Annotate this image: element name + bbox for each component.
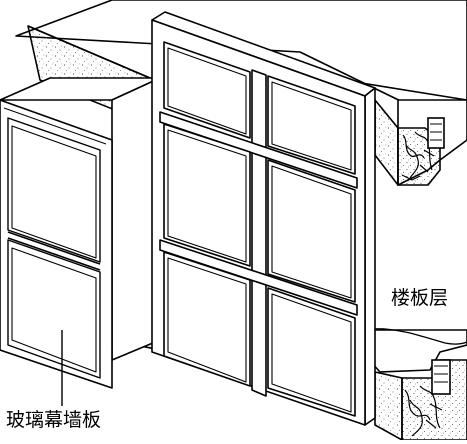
upper-slab-section-detail [401,117,445,181]
glass-panel-label: 玻璃幕墙板 [6,409,102,431]
floor-slab-label: 楼板层 [391,287,449,309]
glass-panel-unit [0,77,161,389]
lower-slab-section-detail [404,359,451,437]
curtain-wall-frame [151,11,376,426]
